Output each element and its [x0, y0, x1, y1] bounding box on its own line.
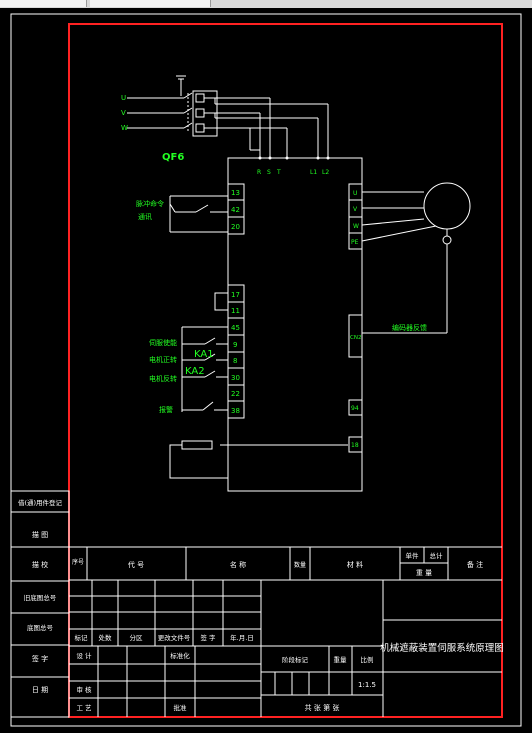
tb-process: 工 艺	[76, 704, 92, 712]
terminal-30: 30	[231, 374, 240, 382]
terminal-u-out: U	[353, 190, 357, 197]
terminal-38: 38	[231, 407, 240, 415]
phase-label-u: U	[121, 94, 126, 102]
tb-rev-sign: 签 字	[200, 633, 216, 642]
encoder-label: 编码器反馈	[392, 323, 427, 332]
right-terminal-strip	[348, 183, 363, 453]
terminal-94: 94	[351, 405, 359, 412]
tb-rev-count: 处数	[99, 633, 113, 642]
terminal-8: 8	[233, 357, 237, 365]
terminal-w-out: W	[353, 223, 359, 230]
terminal-9: 9	[233, 341, 237, 349]
side-table	[10, 490, 70, 718]
relay-ka2-label: KA2	[185, 366, 205, 377]
tb-ratio: 比例	[361, 655, 374, 664]
side-row-old-no: 旧底图总号	[24, 593, 57, 602]
tb-code-header: 代 号	[128, 560, 144, 569]
tb-stage: 阶段标记	[282, 655, 309, 664]
terminal-v-out: V	[353, 206, 358, 213]
tb-design: 设 计	[76, 651, 92, 660]
tb-rev-mark: 标记	[75, 633, 89, 642]
side-row-trace: 描 图	[32, 530, 48, 539]
control-input-circuit	[169, 326, 348, 479]
phase-label-v: V	[121, 109, 126, 117]
outer-border	[10, 13, 522, 727]
jumper-17-11	[214, 292, 228, 311]
left-terminal-strip	[227, 183, 245, 419]
reverse-label: 电机反转	[149, 374, 177, 383]
tb-weight-header: 重 量	[416, 569, 432, 577]
pulse-sub-label: 通讯	[138, 212, 152, 221]
terminal-11: 11	[231, 307, 240, 315]
breaker-label: QF6	[162, 152, 184, 163]
terminal-18: 18	[351, 442, 359, 449]
tb-qty-header: 数量	[294, 561, 306, 569]
tb-material-header: 材 料	[347, 560, 363, 569]
pulse-input-circuit	[169, 195, 228, 233]
tb-rev-doc: 更改文件号	[158, 633, 191, 642]
relay-ka1-label: KA1	[194, 349, 214, 360]
drive-terminal-r: R	[257, 169, 261, 176]
servo-on-label: 伺服使能	[149, 338, 177, 347]
servo-motor	[361, 182, 471, 334]
terminal-22: 22	[231, 390, 240, 398]
side-row-date: 日 期	[32, 686, 48, 694]
phase-label-w: W	[121, 124, 128, 132]
terminal-cn2: CN2	[350, 335, 361, 341]
tb-total-header: 总计	[430, 551, 444, 560]
tb-rev-date: 年.月.日	[230, 633, 254, 642]
tb-unit-header: 单件	[406, 551, 420, 560]
frame-border	[68, 23, 503, 718]
terminal-17: 17	[231, 291, 240, 299]
side-row-borrow: 借(通)用件登记	[18, 498, 63, 507]
tb-rev-zone: 分区	[130, 633, 144, 642]
tb-remark-header: 备 注	[467, 560, 483, 569]
tb-standard: 标准化	[170, 651, 190, 660]
tb-weight: 重量	[334, 656, 348, 664]
toolbar-field[interactable]	[90, 0, 211, 7]
title-block-grid	[69, 546, 502, 717]
terminal-pe: PE	[351, 239, 359, 246]
tb-name-header: 名 称	[230, 560, 246, 569]
tb-scale: 1:1.5	[358, 681, 376, 689]
servo-drive-box	[227, 157, 363, 492]
terminal-20: 20	[231, 223, 240, 231]
pulse-label: 脉冲命令	[136, 199, 164, 208]
side-row-trace-check: 描 校	[32, 560, 48, 569]
toolbar-field[interactable]	[0, 0, 87, 7]
alarm-label: 报警	[159, 405, 173, 414]
tb-sheets: 共 张 第 张	[305, 703, 340, 712]
terminal-42: 42	[231, 206, 240, 214]
drawing-title: 机械遮蔽装置伺服系统原理图	[380, 642, 504, 654]
toolbar-strip	[0, 0, 532, 8]
drive-terminal-s: S	[267, 169, 271, 176]
drive-terminal-l2: L2	[322, 169, 329, 176]
drive-terminal-t: T	[276, 169, 281, 176]
tb-review: 审 核	[76, 685, 92, 694]
terminal-45: 45	[231, 324, 240, 332]
side-row-base-no: 底图总号	[27, 623, 54, 632]
side-row-sign: 签 字	[32, 654, 48, 663]
drive-terminal-l1: L1	[310, 169, 317, 176]
tb-approve: 批准	[174, 703, 188, 712]
terminal-13: 13	[231, 189, 240, 197]
forward-label: 电机正转	[149, 355, 177, 364]
power-input	[127, 75, 330, 160]
tb-seq-header: 序号	[72, 558, 84, 566]
